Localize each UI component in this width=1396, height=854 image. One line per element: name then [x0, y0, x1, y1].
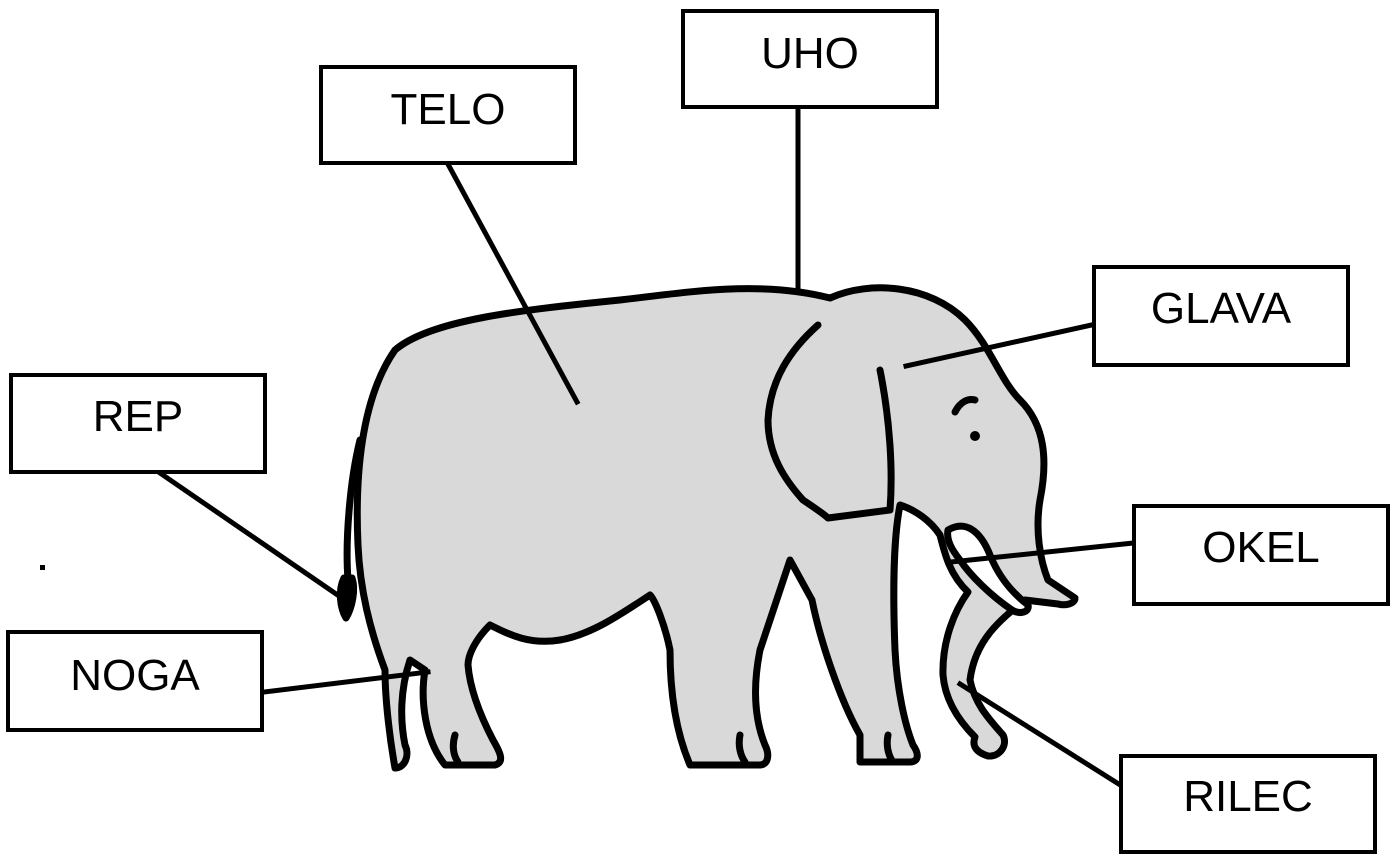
leader-lines [140, 107, 1146, 797]
elephant-body-shape [353, 284, 1079, 772]
label-okel: OKEL [1132, 504, 1390, 606]
stray-dot [40, 565, 45, 570]
elephant-icon [336, 284, 1079, 772]
leader-line-telo [439, 151, 581, 406]
label-glava: GLAVA [1092, 265, 1350, 367]
elephant-tail [343, 436, 364, 584]
elephant-eye [970, 431, 980, 441]
elephant-tail-tuft [336, 574, 358, 622]
elephant-eyebrow [951, 396, 979, 416]
leader-line-rep [140, 458, 346, 602]
label-telo: TELO [319, 65, 577, 165]
label-uho: UHO [681, 9, 939, 109]
leader-line-okel [948, 539, 1146, 565]
elephant-ear [764, 321, 895, 522]
elephant-toes [449, 731, 897, 766]
label-rep: REP [9, 373, 267, 474]
leader-line-noga [245, 669, 431, 697]
leader-line-rilec [956, 680, 1137, 797]
label-rilec: RILEC [1119, 754, 1377, 854]
label-noga: NOGA [6, 630, 264, 732]
leader-line-glava [903, 319, 1108, 369]
